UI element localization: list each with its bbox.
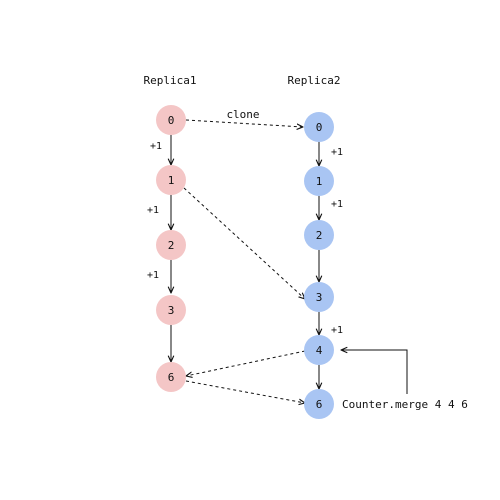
replica1-node-1-label: 1 [168, 174, 175, 187]
cross-edge-clone [185, 119, 303, 127]
replica2-node-6-label: 6 [316, 398, 323, 411]
replica1-node-0-label: 0 [168, 114, 175, 127]
replica1-node-3: 3 [156, 295, 186, 325]
replica2-edge-label-0: +1 [331, 147, 343, 158]
replica2-node-2: 2 [304, 220, 334, 250]
replica1-title: Replica1 [144, 74, 197, 87]
replica2-edge-label-3: +1 [331, 325, 343, 336]
merge-annotation: Counter.merge 4 4 6 [342, 398, 468, 411]
replica1-edge-label-1: +1 [147, 205, 159, 216]
cross-edge-r1-6-to-r2-6 [185, 380, 305, 403]
replica2-node-0: 0 [304, 112, 334, 142]
replica1-node-1: 1 [156, 165, 186, 195]
replica2-node-4: 4 [304, 335, 334, 365]
annotation-arrow [341, 350, 408, 394]
replica2-node-3-label: 3 [316, 291, 323, 304]
replica1-node-0: 0 [156, 105, 186, 135]
cross-edge-r2-4-to-r1-6 [186, 350, 306, 376]
replica2-node-1: 1 [304, 166, 334, 196]
replica2-title: Replica2 [288, 74, 341, 87]
cross-edge-r1-1-to-r2-3 [183, 187, 305, 299]
cross-edge-label-clone: clone [226, 108, 259, 121]
replica2-node-1-label: 1 [316, 175, 323, 188]
replica2-node-4-label: 4 [316, 344, 323, 357]
replica1-node-3-label: 3 [168, 304, 175, 317]
replica1-edge-label-2: +1 [147, 270, 159, 281]
replica2-edge-label-1: +1 [331, 199, 343, 210]
replica1-node-2: 2 [156, 230, 186, 260]
replica1-edge-label-0: +1 [150, 141, 162, 152]
replica2-node-0-label: 0 [316, 121, 323, 134]
replica1-node-2-label: 2 [168, 239, 175, 252]
replica2-node-3: 3 [304, 282, 334, 312]
replica2-node-6: 6 [304, 389, 334, 419]
replica1-node-6: 6 [156, 362, 186, 392]
replica2-node-2-label: 2 [316, 229, 323, 242]
replica1-node-6-label: 6 [168, 371, 175, 384]
